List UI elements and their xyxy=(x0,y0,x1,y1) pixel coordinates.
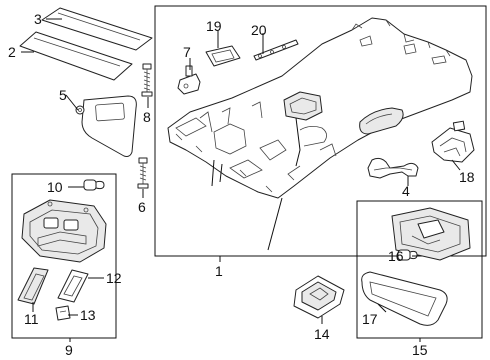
screw-lower xyxy=(137,157,149,189)
callout-12: 12 xyxy=(106,270,122,286)
headliner-assembly-frame xyxy=(154,5,487,257)
callout-3: 3 xyxy=(34,11,42,27)
callout-1: 1 xyxy=(215,263,223,279)
callout-9: 9 xyxy=(65,342,73,358)
small-clip xyxy=(55,305,71,321)
callout-19: 19 xyxy=(206,18,222,34)
screw-upper xyxy=(141,63,153,97)
headliner-panel xyxy=(167,17,473,251)
callout-18: 18 xyxy=(459,169,475,185)
bulb-left xyxy=(83,179,105,191)
callout-6: 6 xyxy=(138,199,146,215)
lamp-switch xyxy=(57,269,89,303)
callout-20: 20 xyxy=(251,22,267,38)
callout-15: 15 xyxy=(412,342,428,358)
bulb-right xyxy=(397,249,418,261)
callout-4: 4 xyxy=(402,183,410,199)
connector-rail xyxy=(253,39,299,61)
lamp-lens-left xyxy=(17,267,49,305)
assist-grip xyxy=(367,157,419,179)
callout-8: 8 xyxy=(143,109,151,125)
grip-bracket xyxy=(431,120,475,163)
callout-11: 11 xyxy=(24,311,39,327)
overhead-console xyxy=(21,199,107,263)
callout-17: 17 xyxy=(362,311,378,327)
sun-visor xyxy=(75,95,137,157)
callout-14: 14 xyxy=(314,326,330,342)
map-lamp-lens xyxy=(205,45,241,67)
callout-7: 7 xyxy=(183,44,191,60)
lamp-gasket xyxy=(361,271,448,326)
callout-5: 5 xyxy=(59,87,67,103)
visor-pad-lower xyxy=(19,31,133,81)
leader-lines xyxy=(21,18,461,342)
vanity-lamp xyxy=(391,207,471,261)
mounting-clip xyxy=(177,65,201,95)
left-lamp-group-frame xyxy=(11,173,117,339)
callout-2: 2 xyxy=(8,44,16,60)
visor-pad-upper xyxy=(41,7,153,51)
room-lamp xyxy=(293,275,345,319)
callout-10: 10 xyxy=(47,179,63,195)
callout-16: 16 xyxy=(388,248,404,264)
callout-13: 13 xyxy=(80,307,96,323)
